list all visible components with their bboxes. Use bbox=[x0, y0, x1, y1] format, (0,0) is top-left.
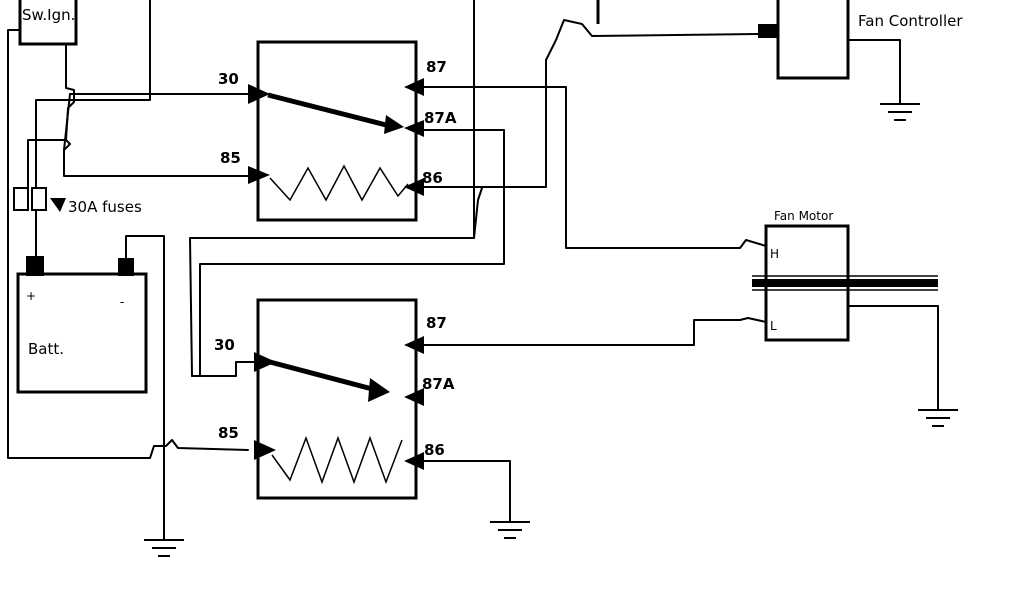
relay-bottom-pin30: 30 bbox=[214, 336, 235, 354]
battery-label: Batt. bbox=[28, 340, 64, 358]
relay-top: 30 85 87 87A 86 bbox=[218, 40, 457, 222]
relay-top-coil bbox=[269, 164, 409, 202]
relay-top-pin85: 85 bbox=[220, 149, 241, 167]
relay-bottom-switch-arm bbox=[269, 359, 377, 393]
fan-motor-shaft bbox=[752, 279, 938, 287]
relay-bottom-coil bbox=[271, 435, 403, 485]
fuse-pointer-icon bbox=[50, 198, 66, 212]
relay-bottom-pin87: 87 bbox=[426, 314, 447, 332]
fan-controller-connector bbox=[758, 24, 778, 38]
relay-top-pin86: 86 bbox=[422, 169, 443, 187]
ground-icon bbox=[880, 103, 920, 121]
ignition-switch: Sw.Ign. bbox=[18, 0, 78, 46]
fan-motor-high-label: H bbox=[770, 247, 779, 261]
fan-controller-label: Fan Controller bbox=[858, 12, 963, 30]
ignition-label: Sw.Ign. bbox=[22, 6, 75, 24]
relay-bottom: 30 85 87 87A 86 bbox=[214, 298, 455, 500]
battery-pos-label: + bbox=[26, 289, 36, 303]
battery-neg-label: - bbox=[120, 295, 124, 309]
relay-top-pin30: 30 bbox=[218, 70, 239, 88]
ground-symbols bbox=[144, 103, 958, 557]
relay-top-pin87: 87 bbox=[426, 58, 447, 76]
relay-top-pin87a: 87A bbox=[424, 109, 457, 127]
relay-bottom-pin86: 86 bbox=[424, 441, 445, 459]
fuses-label: 30A fuses bbox=[68, 198, 142, 216]
battery: + - Batt. bbox=[16, 256, 148, 394]
fan-controller: Fan Controller bbox=[596, 0, 963, 80]
relay-bottom-pin87a: 87A bbox=[422, 375, 455, 393]
battery-positive-terminal bbox=[26, 256, 44, 276]
fan-motor: Fan Motor H L bbox=[752, 209, 938, 342]
ground-icon bbox=[144, 539, 184, 557]
relay-top-switch-arm bbox=[267, 92, 391, 129]
relay-bottom-pin85: 85 bbox=[218, 424, 239, 442]
ground-icon bbox=[490, 521, 530, 539]
fan-motor-low-label: L bbox=[770, 319, 777, 333]
wires bbox=[7, 0, 939, 541]
battery-negative-terminal bbox=[118, 258, 134, 276]
fan-motor-label: Fan Motor bbox=[774, 209, 833, 223]
fuse-right bbox=[31, 187, 47, 211]
fuse-left bbox=[13, 187, 29, 211]
fuses: 30A fuses bbox=[13, 187, 142, 216]
ground-icon bbox=[918, 409, 958, 427]
